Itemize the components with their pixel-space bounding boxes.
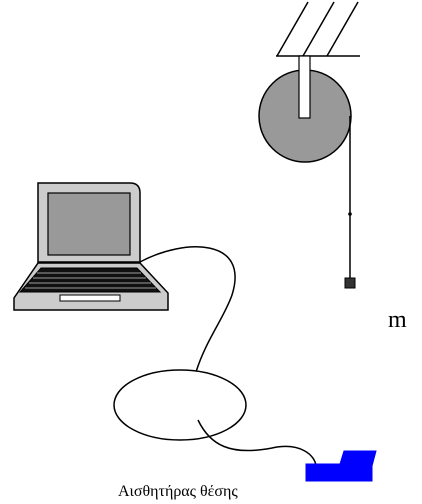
laptop-icon <box>13 182 169 311</box>
hatch-line <box>276 1 309 57</box>
hatch-line <box>302 1 335 57</box>
ceiling-hatch <box>276 1 359 57</box>
motion-sensor-icon <box>305 450 377 482</box>
laptop-key-rows <box>25 272 156 289</box>
hatch-line <box>326 1 359 57</box>
mass-label: m <box>388 307 407 333</box>
sensor-label: Αισθητήρας θέσης <box>118 483 238 500</box>
position-sensor <box>305 450 377 482</box>
data-interface <box>113 369 247 441</box>
hanging-mass <box>344 277 356 289</box>
string-marker <box>348 212 352 216</box>
pulley-icon <box>258 55 352 163</box>
sensor-cable <box>197 419 317 467</box>
laptop-screen <box>47 192 131 256</box>
pulley-axle-support <box>298 55 311 119</box>
laptop-keyboard <box>18 267 162 293</box>
laptop-touchpad <box>59 294 121 302</box>
laptop-cable <box>139 246 236 373</box>
